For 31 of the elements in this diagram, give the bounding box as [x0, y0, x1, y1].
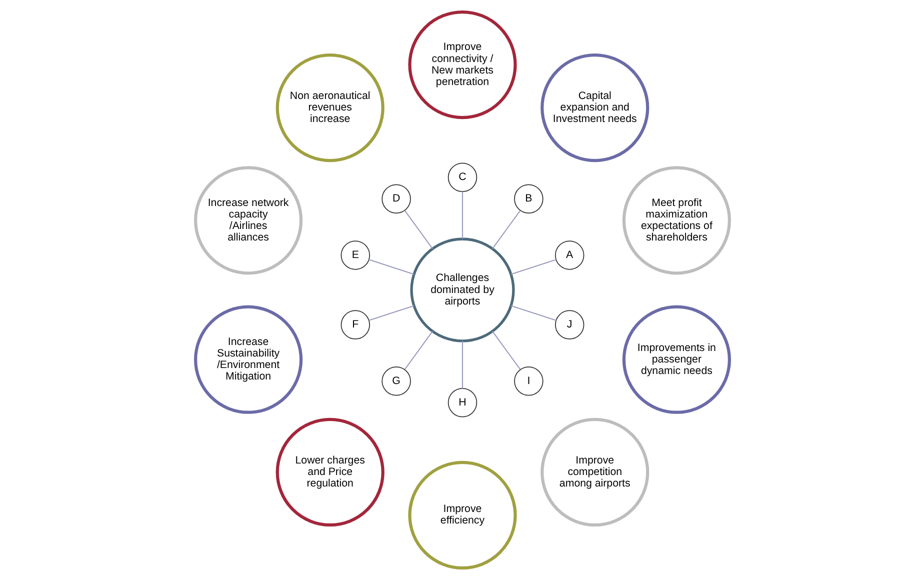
connector [404, 210, 432, 250]
node-circle: Challenges dominated by airports [410, 238, 514, 342]
connector [461, 192, 463, 239]
node-circle: Lower charges and Price regulation [275, 418, 384, 527]
connector [461, 341, 463, 388]
connector [510, 259, 556, 275]
connector [368, 305, 414, 321]
connector [368, 259, 414, 275]
node-circle: D [381, 184, 410, 214]
node-circle: A [554, 240, 584, 270]
node-circle: Improve competition among airports [540, 418, 649, 527]
node-circle: Improvements in passenger dynamic needs [622, 305, 730, 414]
node-circle: Meet profit maximization expectations of shareholders [622, 166, 730, 275]
connector [492, 330, 520, 370]
connector [404, 330, 432, 370]
node-circle: G [381, 366, 410, 396]
node-circle: B [514, 184, 543, 214]
node-circle: Increase network capacity /Airlines alliances [194, 166, 302, 275]
node-circle: Increase Sustainability /Environment Mitigation [194, 305, 302, 414]
node-circle: F [340, 310, 370, 340]
connector [492, 210, 520, 250]
node-circle: I [514, 366, 543, 396]
node-circle: H [447, 388, 477, 418]
node-circle: Capital expansion and Investment needs [540, 53, 649, 162]
node-circle: E [340, 240, 370, 270]
node-circle: Non aeronautical revenues increase [275, 53, 384, 162]
node-circle: Improve efficiency [408, 460, 516, 570]
node-circle: Improve connectivity / New markets penetration [408, 10, 516, 120]
connector [510, 305, 556, 321]
node-circle: C [447, 162, 477, 192]
node-circle: J [554, 310, 584, 340]
